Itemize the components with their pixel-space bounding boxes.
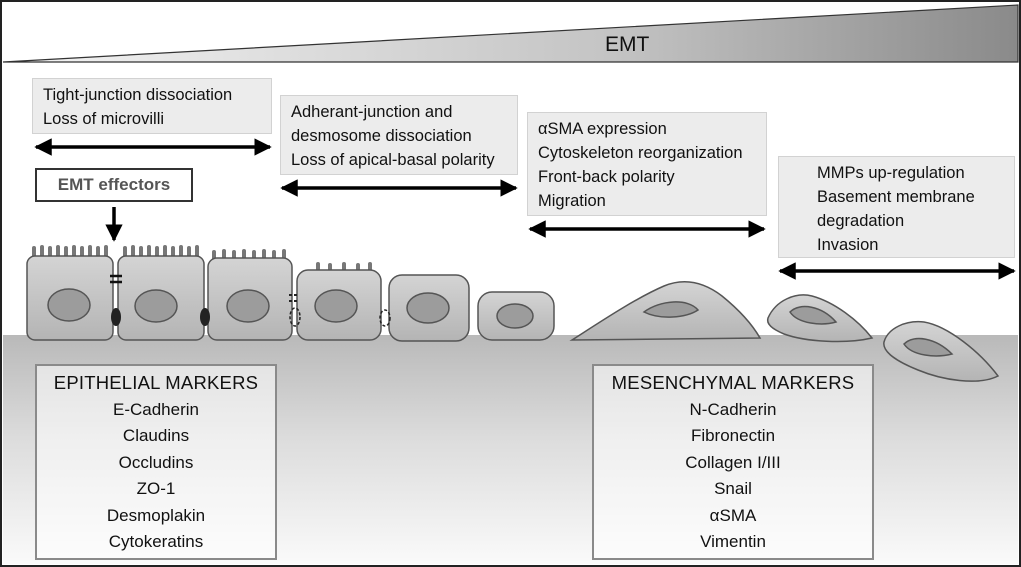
stage-4-line-2: Basement membrane (817, 188, 975, 206)
emt-effectors-label: EMT effectors (35, 168, 193, 202)
epithelial-cell-1 (26, 245, 114, 341)
epithelial-marker-item: Claudins (122, 426, 190, 445)
stage-1-line-1: Tight-junction dissociation (43, 86, 233, 104)
stage-2-box: Adherant-junction and desmosome dissocia… (280, 95, 518, 175)
stage-2-line-3: Loss of apical-basal polarity (291, 151, 495, 169)
mesenchymal-marker-item: N-Cadherin (689, 399, 777, 419)
mesenchymal-markers-box: MESENCHYMAL MARKERS N-Cadherin Fibronect… (592, 364, 874, 560)
mesenchymal-markers-heading: MESENCHYMAL MARKERS (611, 372, 855, 393)
epithelial-marker-item: Cytokeratins (108, 532, 204, 551)
stage-4-box: MMPs up-regulation Basement membrane deg… (778, 156, 1015, 258)
epithelial-cell-2 (117, 245, 205, 341)
epithelial-markers-box: EPITHELIAL MARKERS E-Cadherin Claudins O… (35, 364, 277, 560)
stage-4-line-4: Invasion (817, 236, 879, 254)
epithelial-cell-4 (296, 262, 382, 341)
epithelial-marker-item: Desmoplakin (106, 505, 206, 525)
cell-junctions (110, 274, 391, 327)
stage-3-line-1: αSMA expression (538, 120, 667, 138)
emt-gradient-wedge (2, 4, 1019, 63)
mesenchymal-marker-item: Collagen I/III (685, 452, 781, 472)
mesenchymal-marker-item: αSMA (709, 505, 757, 525)
stage-4-line-1: MMPs up-regulation (817, 164, 965, 182)
stage-1-box: Tight-junction dissociation Loss of micr… (32, 78, 272, 134)
mesenchymal-marker-item: Vimentin (700, 532, 766, 551)
epithelial-markers-heading: EPITHELIAL MARKERS (53, 372, 259, 393)
stage-1-line-2: Loss of microvilli (43, 110, 165, 128)
stage-2-line-2: desmosome dissociation (291, 127, 472, 145)
stage-3-line-2: Cytoskeleton reorganization (538, 144, 743, 162)
epithelial-marker-item: E-Cadherin (113, 399, 199, 419)
emt-title: EMT (605, 33, 650, 56)
mesenchymal-marker-item: Fibronectin (690, 426, 776, 445)
mesenchymal-cell-2 (766, 294, 874, 343)
mesenchymal-cell-1 (569, 280, 762, 341)
stage-4-line-3: degradation (817, 212, 905, 230)
epithelial-marker-item: Occludins (118, 452, 194, 472)
stage-3-line-3: Front-back polarity (538, 168, 675, 186)
epithelial-marker-item: ZO-1 (136, 479, 176, 498)
stage-2-line-1: Adherant-junction and (291, 103, 453, 121)
stage-3-line-4: Migration (538, 192, 606, 210)
mesenchymal-marker-item: Snail (714, 479, 752, 498)
transitioning-cell-6 (477, 291, 555, 341)
mesenchymal-cell-3 (883, 320, 1000, 382)
transitioning-cell-5 (388, 274, 470, 342)
epithelial-cell-3 (207, 249, 293, 341)
stage-3-box: αSMA expression Cytoskeleton reorganizat… (527, 112, 767, 216)
